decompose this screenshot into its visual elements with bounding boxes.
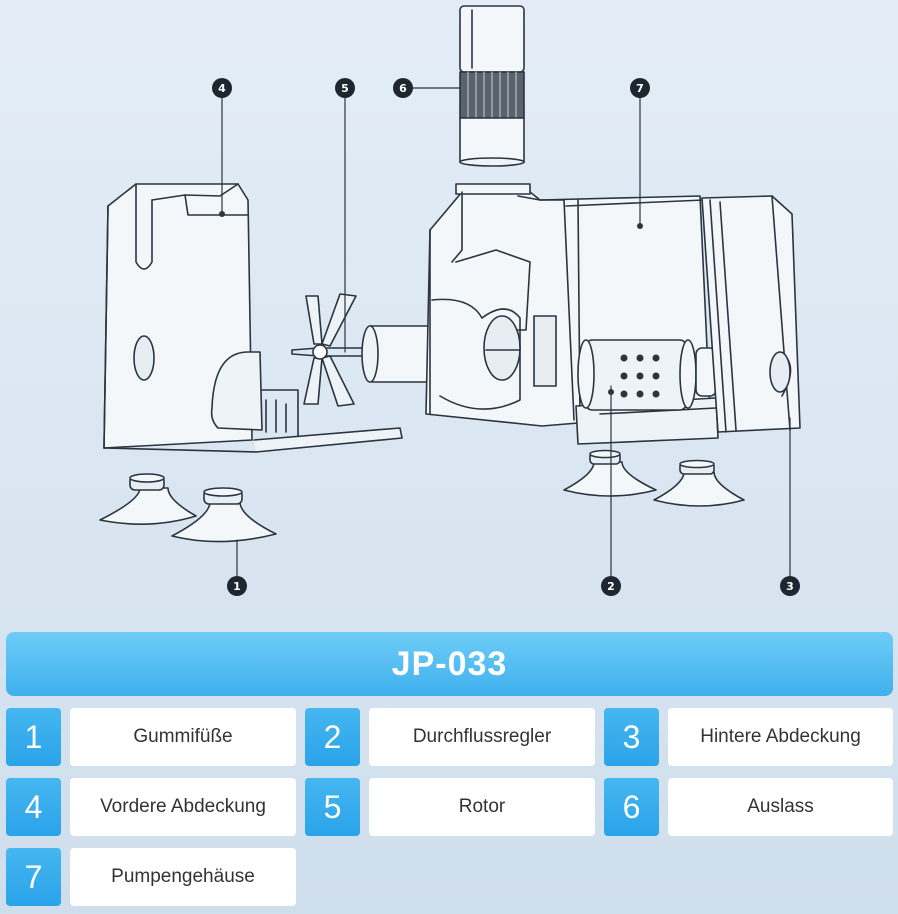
callout-3: 3	[780, 576, 800, 596]
legend-number-5: 5	[305, 778, 360, 836]
legend-label-front-cover: Vordere Abdeckung	[70, 778, 296, 836]
callout-5: 5	[335, 78, 355, 98]
rubber-feet-body-drawing	[563, 449, 745, 507]
callout-1: 1	[227, 576, 247, 596]
legend-label-outlet: Auslass	[668, 778, 893, 836]
legend-label-rubber-feet: Gummifüße	[70, 708, 296, 766]
svg-text:3: 3	[786, 580, 794, 593]
rear-cover-drawing	[701, 195, 801, 433]
legend-label-rear-cover: Hintere Abdeckung	[668, 708, 893, 766]
legend-number-1: 1	[6, 708, 61, 766]
svg-text:7: 7	[636, 82, 644, 95]
outlet-drawing	[459, 5, 525, 167]
svg-text:5: 5	[341, 82, 349, 95]
pump-body-drawing	[425, 183, 719, 445]
legend-number-4: 4	[6, 778, 61, 836]
legend-label-pump-body: Pumpengehäuse	[70, 848, 296, 906]
legend-number-7: 7	[6, 848, 61, 906]
legend-label-rotor: Rotor	[369, 778, 595, 836]
callout-4: 4	[212, 78, 232, 98]
svg-text:4: 4	[218, 82, 226, 95]
svg-text:2: 2	[607, 580, 615, 593]
svg-text:1: 1	[233, 580, 241, 593]
legend-label-flow-regulator: Durchflussregler	[369, 708, 595, 766]
rubber-feet-front-drawing	[99, 473, 277, 543]
legend-number-6: 6	[604, 778, 659, 836]
legend-number-2: 2	[305, 708, 360, 766]
callout-7: 7	[630, 78, 650, 98]
model-title: JP-033	[6, 632, 893, 696]
svg-text:6: 6	[399, 82, 407, 95]
callout-2: 2	[601, 576, 621, 596]
exploded-pump-diagram: 4 5 6 7 1 2 3	[99, 5, 801, 596]
legend-number-3: 3	[604, 708, 659, 766]
model-name: JP-033	[391, 644, 508, 683]
callout-6: 6	[393, 78, 413, 98]
front-cover-drawing	[103, 183, 403, 453]
